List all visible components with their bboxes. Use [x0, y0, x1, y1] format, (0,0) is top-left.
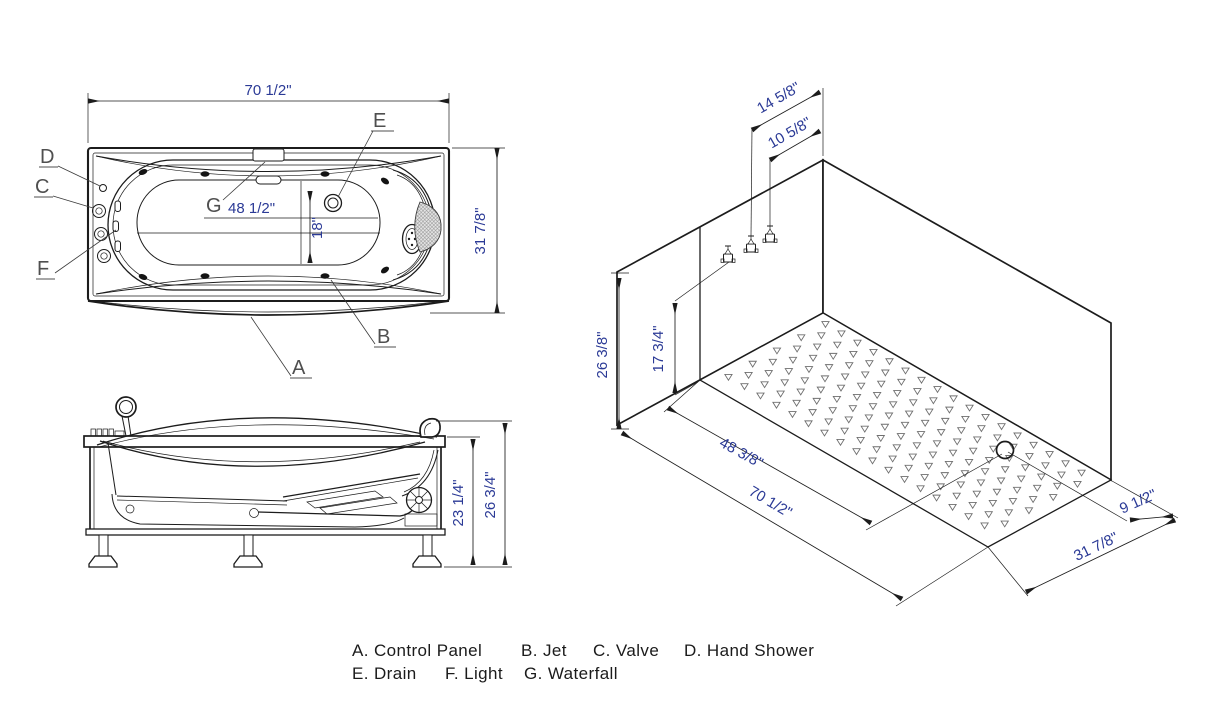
callout-e: E	[373, 110, 386, 132]
drain-location	[995, 440, 1015, 460]
valve-fixture-icon	[720, 245, 736, 263]
valve-offset-far-dim: 14 5/8"	[754, 79, 803, 117]
overall-height-dim: 26 3/4"	[482, 471, 499, 518]
legend-item-g: G. Waterfall	[524, 664, 618, 683]
faucet-icon	[419, 417, 441, 438]
width-dim: 31 7/8"	[1071, 529, 1121, 565]
inner-height-dim: 23 1/4"	[450, 479, 467, 526]
light-and-fitting-slots	[112, 200, 121, 252]
valve-fixture-icon	[762, 225, 778, 243]
control-panel-buttons	[90, 428, 125, 437]
rim-bar	[83, 435, 446, 448]
headrest-pillow	[414, 201, 442, 253]
legend-item-c: C. Valve	[593, 641, 659, 660]
base-rail	[85, 528, 446, 536]
pump-wheel	[405, 486, 433, 514]
legend-item-b: B. Jet	[521, 641, 567, 660]
valve-fixture-icons	[720, 225, 778, 263]
legend-item-e: E. Drain	[352, 664, 417, 683]
callout-d: D	[40, 146, 54, 168]
top-depth-dim: 31 7/8"	[472, 207, 489, 254]
callout-a: A	[292, 357, 306, 379]
iso-view: 14 5/8" 10 5/8" 26 3/8" 17 3/4" 48 3/8" …	[594, 79, 1179, 607]
valve-height-dim: 17 3/4"	[650, 325, 667, 372]
hand-shower-icon	[115, 396, 137, 437]
callout-c: C	[35, 176, 49, 198]
plumbing	[116, 473, 438, 527]
top-width-dim: 70 1/2"	[244, 82, 291, 99]
callout-g: G	[206, 195, 222, 217]
legend-item-f: F. Light	[445, 664, 503, 683]
callouts: D C F E B A G	[34, 110, 396, 379]
front-apron-curve	[87, 300, 450, 316]
wall-height-dim: 26 3/8"	[594, 331, 611, 378]
drain-from-side-dim: 9 1/2"	[1117, 486, 1159, 517]
interior-width-dim: 18"	[309, 217, 326, 239]
waterfall-spout	[252, 148, 285, 185]
feet	[88, 534, 442, 568]
callout-b: B	[377, 326, 390, 348]
legend: A. Control Panel B. Jet C. Valve D. Hand…	[352, 641, 814, 683]
drain-from-end-dim: 48 3/8"	[716, 434, 765, 472]
jets	[138, 168, 389, 281]
length-dim: 70 1/2"	[746, 483, 795, 522]
callout-f: F	[37, 258, 49, 280]
side-view: 23 1/4" 26 3/4"	[83, 396, 512, 568]
hand-shower-port	[99, 184, 107, 192]
top-view: 70 1/2" 31 7/8"	[34, 82, 505, 379]
legend-item-a: A. Control Panel	[352, 641, 482, 660]
valve-offset-near-dim: 10 5/8"	[765, 114, 814, 152]
tub-deck-outline	[86, 146, 451, 303]
interior-length-dim: 48 1/2"	[228, 200, 275, 217]
deck-controls	[92, 184, 111, 263]
valve-fixture-icon	[743, 235, 759, 253]
drain	[323, 193, 343, 213]
legend-item-d: D. Hand Shower	[684, 641, 814, 660]
